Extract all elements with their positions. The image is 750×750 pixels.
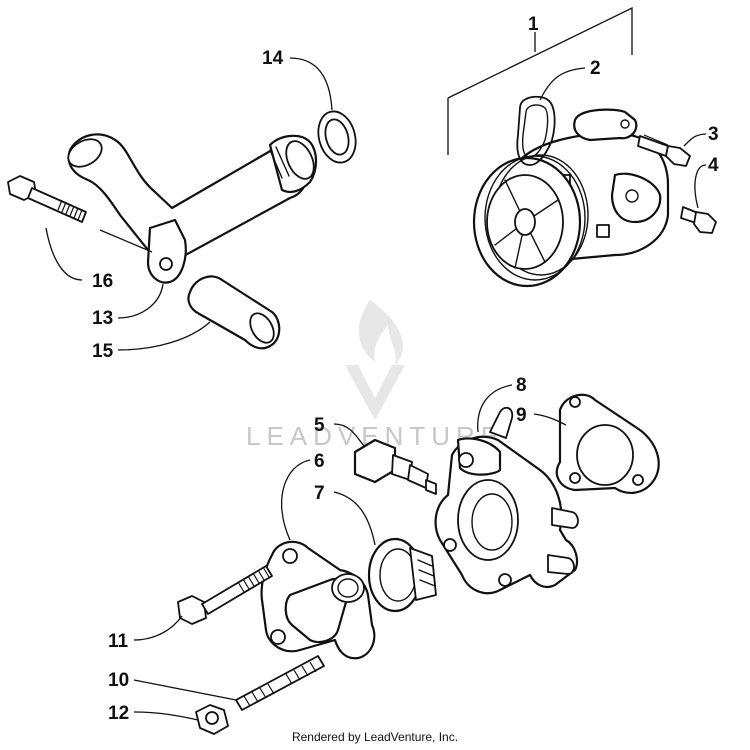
housing-top-stub xyxy=(489,406,514,439)
pipe-outlet-mouth xyxy=(285,140,315,180)
bolt-thread xyxy=(57,199,83,221)
elbow-mouth xyxy=(331,573,365,603)
housing-bolt-hole xyxy=(458,452,474,468)
sleeve-end xyxy=(249,312,275,344)
housing-bore-inner xyxy=(471,493,513,551)
bolt-11 xyxy=(177,565,273,625)
thermostat xyxy=(367,537,437,613)
coolant-pipe xyxy=(67,133,318,284)
sensor-body xyxy=(407,464,429,489)
elbow-bolt-hole xyxy=(282,548,298,564)
callout-11: 11 xyxy=(108,631,129,652)
callout-16: 16 xyxy=(92,271,113,292)
bracket-hole xyxy=(159,257,173,271)
leader-lines xyxy=(45,6,707,721)
gasket-hole xyxy=(569,396,581,408)
flange-hole xyxy=(620,119,630,129)
callout-14: 14 xyxy=(262,48,284,69)
pump-o-ring-inner xyxy=(521,104,549,158)
callout-9: 9 xyxy=(516,405,527,426)
callout-13: 13 xyxy=(92,308,113,329)
leader-2 xyxy=(539,67,586,101)
gasket-hole xyxy=(569,472,581,484)
temp-sensor xyxy=(353,438,437,495)
pulley-hub xyxy=(514,208,536,236)
callout-12: 12 xyxy=(108,703,129,724)
housing-bore xyxy=(457,479,519,561)
callout-8: 8 xyxy=(516,375,527,396)
stud-thread xyxy=(243,661,317,707)
thermostat-coil xyxy=(417,559,436,587)
bolt-3 xyxy=(637,134,691,167)
bolt-shank xyxy=(201,565,273,615)
leader-14 xyxy=(289,57,333,111)
callout-3: 3 xyxy=(708,124,719,145)
boss-hole xyxy=(625,189,639,203)
leader-5 xyxy=(333,423,365,447)
bolt-thread xyxy=(237,566,270,593)
leader-11 xyxy=(133,615,183,641)
callout-2: 2 xyxy=(590,58,601,79)
callout-7: 7 xyxy=(314,483,325,504)
thermostat-body xyxy=(409,547,437,601)
outlet-elbow xyxy=(260,540,376,660)
hose-sleeve xyxy=(187,275,281,350)
sensor-tip xyxy=(425,479,437,495)
leader-3 xyxy=(683,133,707,147)
callout-4: 4 xyxy=(708,155,719,176)
water-pump-assembly xyxy=(472,108,670,288)
thermostat-housing xyxy=(434,406,579,595)
leader-4 xyxy=(694,164,707,209)
leader-16 xyxy=(45,227,153,281)
housing-nipple xyxy=(551,507,579,529)
leader-13 xyxy=(117,283,164,319)
pipe-bead xyxy=(269,146,290,179)
callout-10: 10 xyxy=(108,670,129,691)
nut-hole xyxy=(205,711,219,725)
housing-gasket xyxy=(555,393,660,494)
gasket-hole xyxy=(632,474,644,486)
callout-numbers: 1 2 3 4 5 6 7 8 9 10 11 12 13 14 15 16 xyxy=(92,14,719,724)
gasket-opening xyxy=(576,424,634,486)
watermark: LEADVENTURE xyxy=(246,300,498,451)
stud-shank xyxy=(235,655,325,711)
pipe-body xyxy=(67,133,308,262)
leader-1 xyxy=(447,6,633,155)
bolt-head xyxy=(693,211,717,234)
pipe-inlet xyxy=(67,138,103,168)
leader-8 xyxy=(477,384,513,433)
pump-o-ring xyxy=(516,95,556,166)
leader-12 xyxy=(133,711,199,721)
pulley-spokes xyxy=(494,179,559,269)
bolt-head xyxy=(665,145,691,167)
pipe-o-ring xyxy=(317,110,357,164)
bolt-4 xyxy=(680,206,717,234)
leader-6 xyxy=(281,459,311,541)
leader-7 xyxy=(333,491,376,546)
bolt-shank xyxy=(27,187,87,223)
callout-5: 5 xyxy=(314,415,325,436)
bolt-head xyxy=(177,595,207,625)
pump-stud xyxy=(596,224,610,238)
nut-12 xyxy=(195,704,229,735)
leader-9 xyxy=(533,413,567,426)
housing-bolt-hole xyxy=(498,573,512,587)
housing-bolt-hole xyxy=(443,538,457,552)
callout-1: 1 xyxy=(528,14,539,35)
bolt-10 xyxy=(235,655,325,711)
callout-6: 6 xyxy=(314,451,325,472)
footer-credit: Rendered by LeadVenture, Inc. xyxy=(291,730,459,744)
watermark-logo xyxy=(345,300,405,420)
pump-mount-flange xyxy=(573,108,638,142)
leader-15 xyxy=(117,321,211,351)
housing-nipple xyxy=(547,554,575,575)
callout-15: 15 xyxy=(92,341,114,362)
elbow-mouth-inner xyxy=(337,578,359,598)
pump-side-boss xyxy=(610,172,662,224)
leader-10 xyxy=(133,679,237,701)
bolt-16 xyxy=(7,175,87,223)
elbow-bolt-hole xyxy=(270,629,286,645)
pipe-bracket xyxy=(146,218,187,284)
